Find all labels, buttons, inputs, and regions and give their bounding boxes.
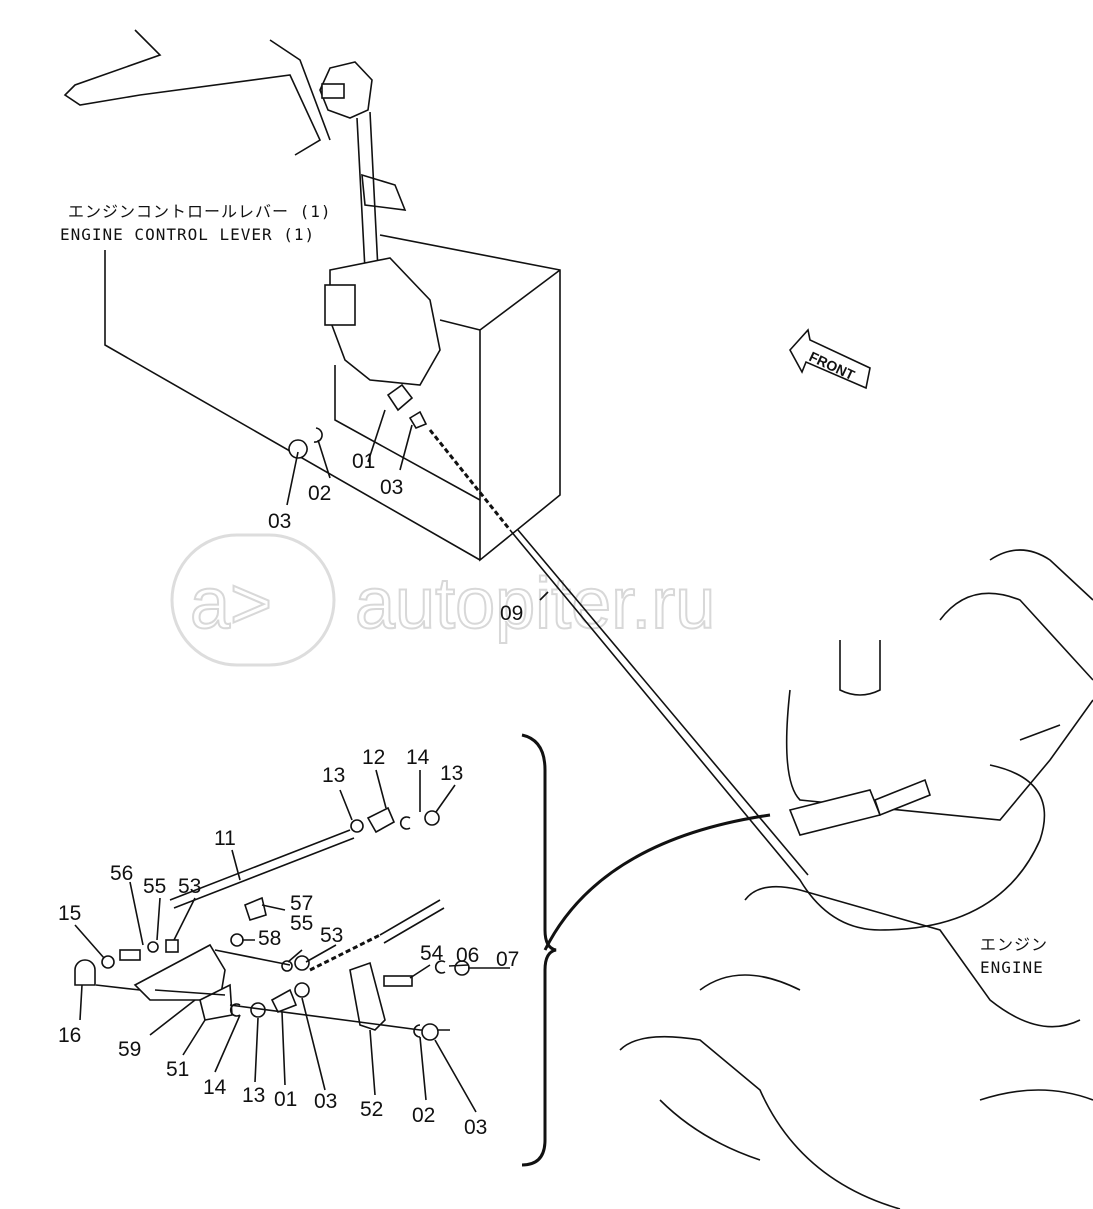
part-number: 06 — [456, 944, 479, 967]
upper-part-numbers: 01 03 02 03 09 — [268, 450, 523, 625]
engine-label-jp: エンジン — [980, 935, 1048, 954]
part-number: 13 — [242, 1084, 265, 1107]
part-number: 01 — [352, 450, 375, 473]
part-number: 01 — [274, 1088, 297, 1111]
engine-label-en: ENGINE — [980, 958, 1044, 977]
part-number: 55 — [290, 912, 313, 935]
part-number: 11 — [214, 827, 236, 850]
part-number: 09 — [500, 602, 523, 625]
engine-outline — [619, 549, 1093, 1209]
part-number: 07 — [496, 948, 519, 971]
part-number: 51 — [166, 1058, 189, 1081]
console-box — [104, 234, 561, 562]
part-number: 03 — [314, 1090, 337, 1113]
part-number: 56 — [110, 862, 133, 885]
part-number: 03 — [380, 476, 403, 499]
part-number: 13 — [322, 764, 345, 787]
part-number: 14 — [406, 746, 430, 769]
lever-caption-jp: エンジンコントロールレバー (1) — [68, 202, 332, 221]
front-arrow: FRONT — [789, 328, 871, 390]
cab-frame — [63, 29, 331, 156]
engine-control-lever — [319, 61, 441, 386]
part-number: 57 — [290, 892, 313, 915]
part-number: 59 — [118, 1038, 141, 1061]
linkage-assembly — [74, 409, 549, 1113]
watermark: a> autopiter.ru — [170, 533, 716, 667]
watermark-text: autopiter.ru — [355, 564, 715, 644]
part-number: 55 — [143, 875, 166, 898]
part-number: 58 — [258, 927, 281, 950]
part-number: 02 — [308, 482, 331, 505]
part-number: 54 — [420, 942, 444, 965]
lever-caption-en: ENGINE CONTROL LEVER (1) — [60, 225, 315, 244]
part-number: 02 — [412, 1104, 435, 1127]
part-number: 14 — [203, 1076, 227, 1099]
control-cable — [288, 383, 1046, 951]
part-number: 03 — [464, 1116, 487, 1139]
part-number: 12 — [362, 746, 385, 769]
part-number: 13 — [440, 762, 463, 785]
group-bracket — [521, 733, 557, 1167]
part-number: 15 — [58, 902, 81, 925]
svg-text:a>: a> — [190, 564, 272, 644]
part-number: 53 — [320, 924, 343, 947]
part-number: 52 — [360, 1098, 383, 1121]
part-number: 16 — [58, 1024, 81, 1047]
lower-part-numbers: 13 12 14 13 11 56 55 53 57 15 58 55 53 5… — [58, 746, 519, 1139]
part-number: 53 — [178, 875, 201, 898]
part-number: 03 — [268, 510, 291, 533]
